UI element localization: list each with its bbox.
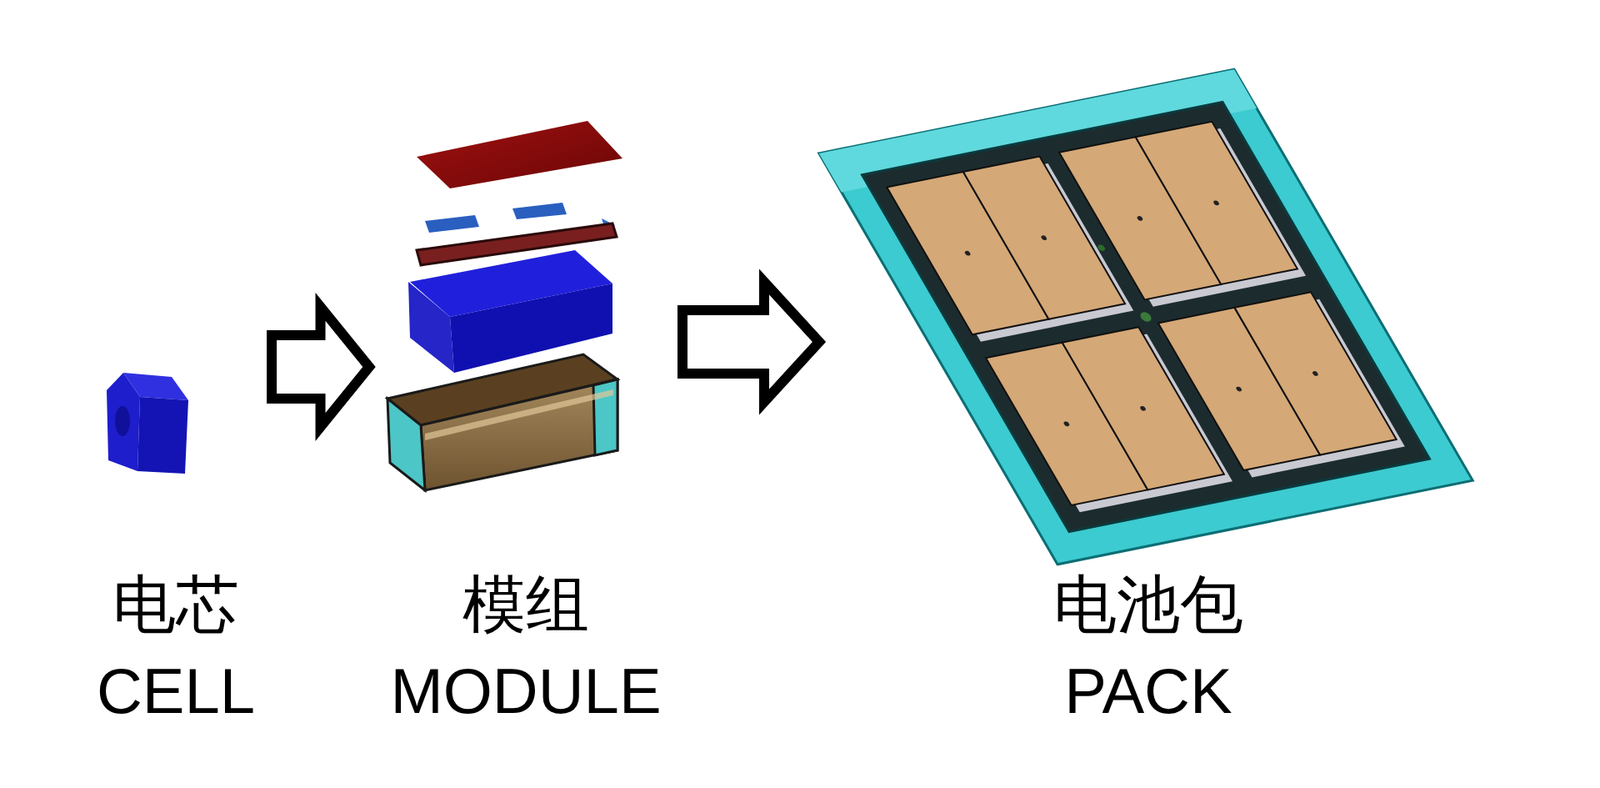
stage-label: 模组MODULE	[390, 560, 661, 734]
english-label: MODULE	[390, 647, 661, 734]
block-arrow	[271, 306, 370, 427]
stage-node: 模组MODULE	[379, 104, 673, 734]
english-label: CELL	[96, 647, 255, 734]
english-label: PACK	[1064, 647, 1232, 734]
stage-label: 电芯CELL	[96, 560, 255, 734]
stage-node: 电池包PACK	[829, 70, 1555, 734]
chinese-label: 模组	[462, 560, 590, 647]
module-exploded	[387, 120, 623, 490]
stage-node: 电芯CELL	[90, 358, 262, 734]
chinese-label: 电芯	[112, 560, 240, 647]
block-arrow	[682, 281, 820, 402]
stage-label: 电池包PACK	[1053, 560, 1244, 734]
chinese-label: 电池包	[1053, 560, 1244, 647]
cell-cube	[106, 372, 189, 474]
battery-pack	[819, 69, 1473, 565]
